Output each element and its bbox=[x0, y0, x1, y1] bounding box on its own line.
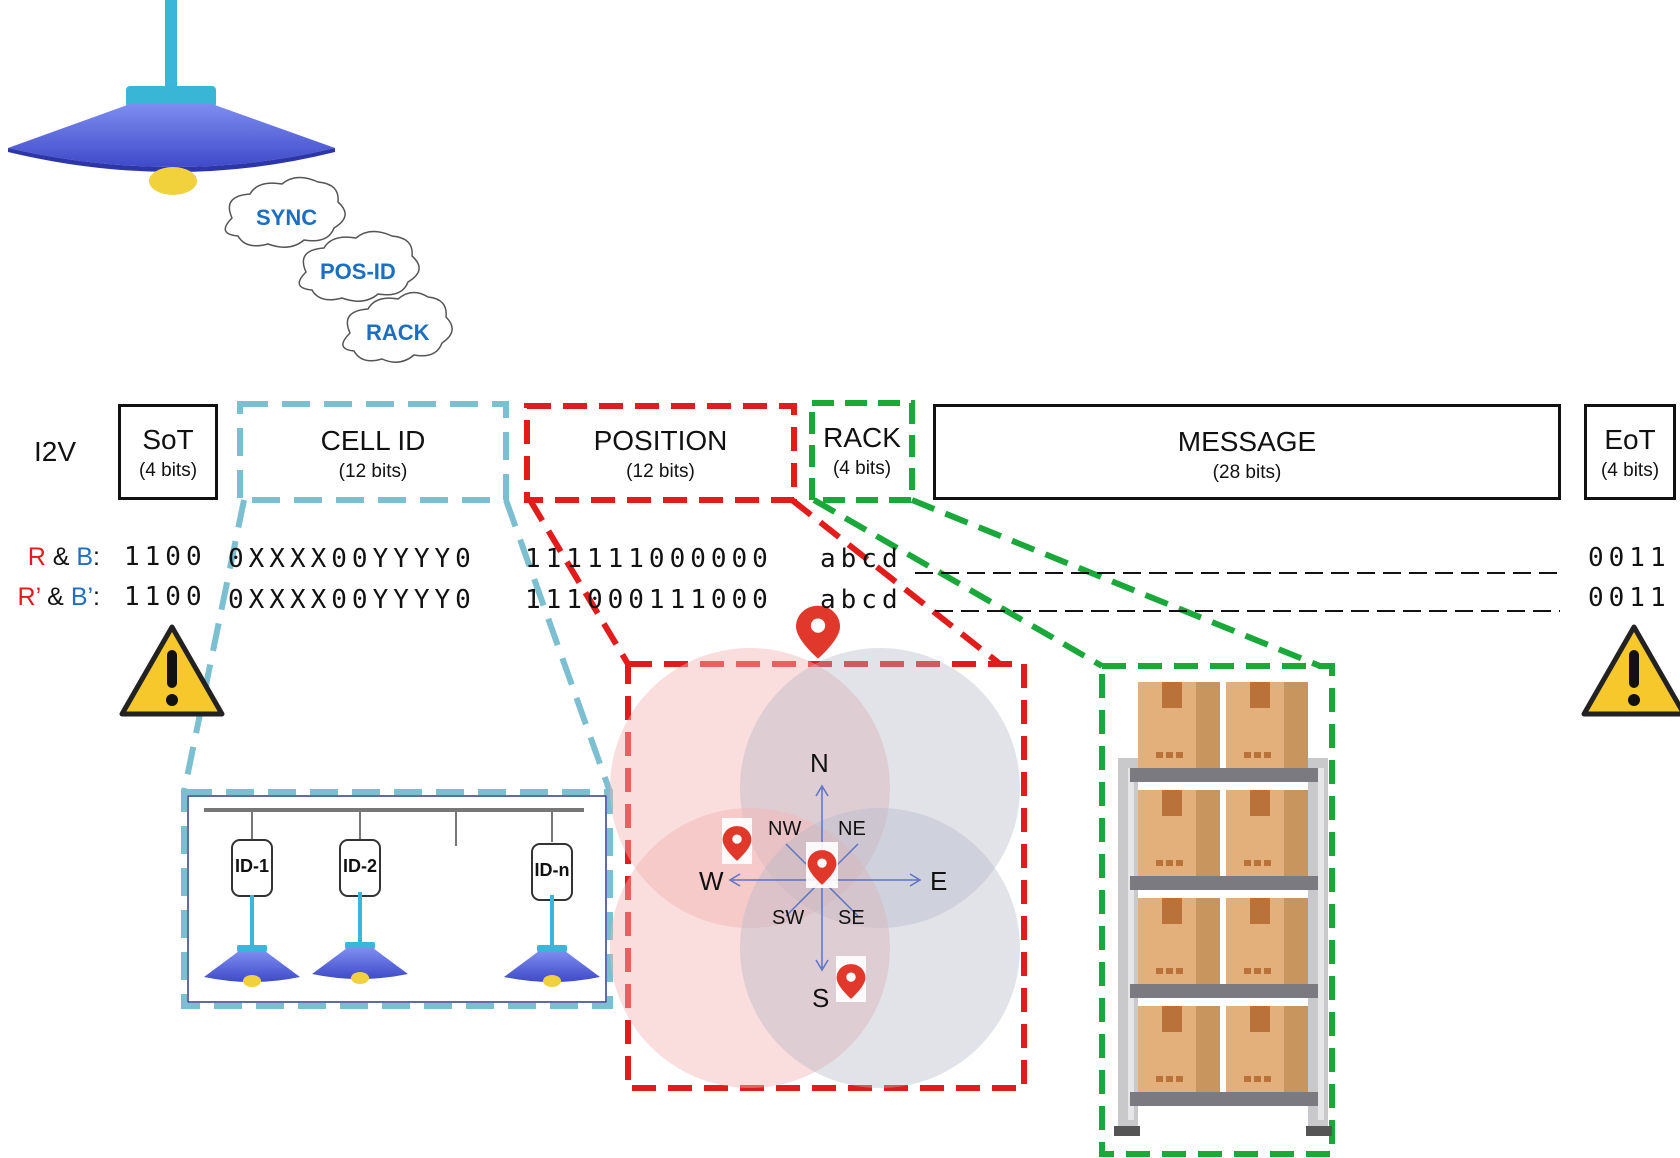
field-rack: RACK (4 bits) bbox=[812, 403, 912, 500]
compass-e: E bbox=[930, 866, 948, 896]
row-2-sot: 1100 bbox=[124, 582, 207, 612]
field-eot: EoT (4 bits) bbox=[1584, 404, 1676, 500]
rack-callout bbox=[812, 497, 1322, 669]
field-cell-id: CELL ID (12 bits) bbox=[240, 404, 506, 500]
row-1-colon: : bbox=[93, 543, 100, 571]
field-rack-name: RACK bbox=[823, 422, 901, 453]
position-panel bbox=[625, 661, 1027, 1091]
field-message-name: MESSAGE bbox=[1177, 426, 1317, 457]
compass-se: SE bbox=[838, 907, 865, 929]
field-sot: SoT (4 bits) bbox=[118, 404, 218, 500]
compass-w: W bbox=[699, 866, 724, 896]
cell-label-n: ID-n bbox=[534, 860, 570, 880]
field-message-bits: (28 bits) bbox=[1212, 462, 1282, 483]
row-1-eot: 0011 bbox=[1588, 543, 1671, 573]
rack-outline bbox=[809, 400, 915, 503]
row-2-label-b: B’ bbox=[70, 583, 94, 611]
row-1-label: R & B: bbox=[28, 543, 100, 572]
row-2-eot: 0011 bbox=[1588, 583, 1671, 613]
cell-label-1: ID-1 bbox=[234, 856, 269, 876]
cloud-sync-label: SYNC bbox=[256, 205, 318, 230]
field-eot-name: EoT bbox=[1604, 424, 1656, 455]
warning-icon bbox=[119, 624, 225, 717]
pendant-lamp-icon bbox=[8, 0, 335, 195]
field-rack-bits: (4 bits) bbox=[832, 458, 892, 479]
row-2-pos: 111000111000 bbox=[525, 585, 773, 615]
row-1-label-a: R bbox=[27, 543, 46, 571]
row-1-label-b: B bbox=[76, 543, 94, 571]
field-position-bits: (12 bits) bbox=[626, 461, 695, 482]
warning-icon bbox=[1581, 624, 1680, 717]
field-cell-id-bits: (12 bits) bbox=[338, 461, 408, 482]
compass-nw: NW bbox=[768, 818, 802, 840]
compass-s: S bbox=[812, 983, 830, 1013]
field-sot-name: SoT bbox=[142, 424, 194, 455]
cloud-shapes bbox=[224, 176, 453, 363]
cell-label-2: ID-2 bbox=[342, 856, 377, 876]
row-1-cell: 0XXXX00YYYY0 bbox=[228, 544, 476, 574]
cell-id-outline bbox=[237, 401, 509, 503]
field-position: POSITION (12 bits) bbox=[527, 406, 794, 500]
rack-panel bbox=[1099, 663, 1335, 1157]
position-callout bbox=[527, 497, 1002, 667]
frame-label: I2V bbox=[34, 436, 77, 467]
row-2-label: R’ & B’: bbox=[18, 583, 100, 612]
row-1-pos: 111111000000 bbox=[525, 544, 773, 574]
row-2-cell: 0XXXX00YYYY0 bbox=[228, 585, 476, 615]
shelf-with-boxes-icon bbox=[1114, 682, 1332, 1136]
row-1-rack: abcd bbox=[820, 544, 903, 574]
field-eot-bits: (4 bits) bbox=[1600, 460, 1660, 481]
cell-id-callout bbox=[181, 498, 613, 794]
field-sot-bits: (4 bits) bbox=[138, 460, 198, 481]
field-message: MESSAGE (28 bits) bbox=[933, 404, 1561, 500]
row-1-sot: 1100 bbox=[124, 542, 207, 572]
field-position-name: POSITION bbox=[593, 425, 728, 456]
cloud-rack-label: RACK bbox=[366, 320, 430, 345]
compass-sw: SW bbox=[772, 907, 805, 929]
compass-ne: NE bbox=[838, 818, 866, 840]
row-1-amp: & bbox=[45, 543, 77, 571]
row-2-colon: : bbox=[93, 583, 100, 611]
row-2-rack: abcd bbox=[820, 585, 903, 615]
compass-n: N bbox=[810, 748, 829, 778]
row-2-amp: & bbox=[40, 583, 71, 611]
field-cell-id-name: CELL ID bbox=[320, 425, 426, 456]
cloud-pos-id-label: POS-ID bbox=[320, 259, 396, 284]
row-2-label-a: R’ bbox=[17, 583, 41, 611]
